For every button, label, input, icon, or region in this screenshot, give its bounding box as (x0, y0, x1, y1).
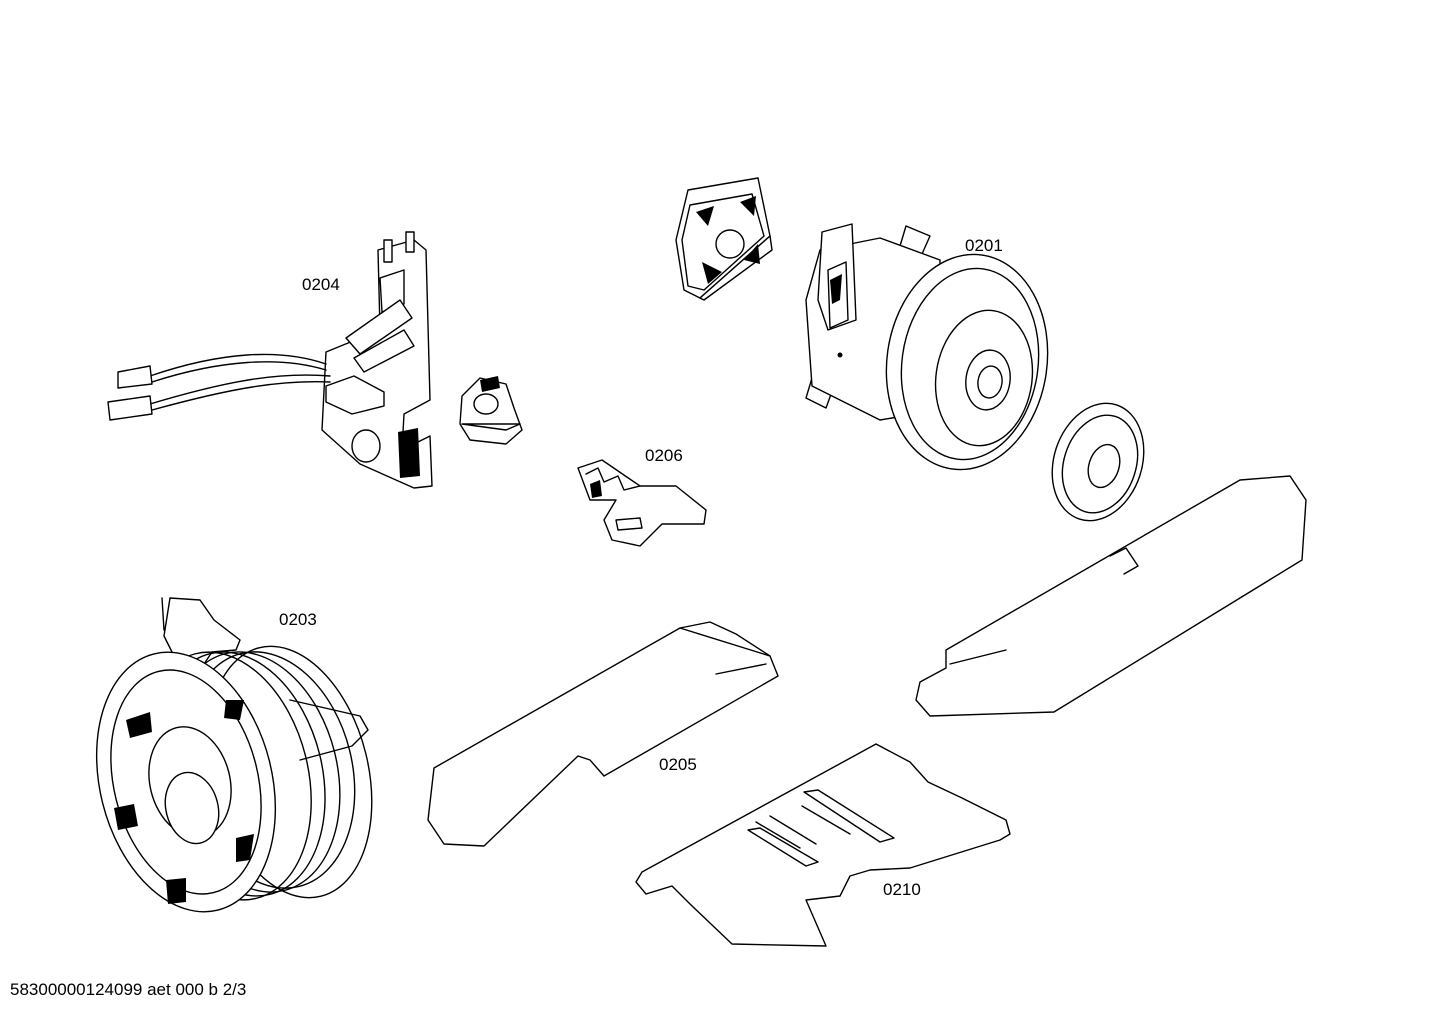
filter-pad-part (427, 621, 779, 847)
label-part-0201: 0201 (965, 236, 1003, 255)
seal-ring (1051, 402, 1145, 522)
control-board-part (107, 231, 433, 489)
reel-spokes (114, 700, 254, 904)
label-part-0210: 0210 (883, 880, 921, 899)
cable-reel-part (95, 597, 373, 913)
label-part-0205: 0205 (659, 755, 697, 774)
long-filter-pad (915, 475, 1307, 717)
clip-part (577, 459, 707, 547)
filter-pad-large-part (635, 743, 1011, 947)
motor-mount-block (675, 177, 773, 301)
label-part-0206: 0206 (645, 446, 683, 465)
connector-block (459, 376, 523, 445)
motor-part (805, 223, 1049, 471)
label-part-0204: 0204 (302, 275, 340, 294)
wire-leads (107, 353, 331, 421)
label-part-0203: 0203 (279, 610, 317, 629)
document-reference: 58300000124099 aet 000 b 2/3 (10, 980, 247, 999)
